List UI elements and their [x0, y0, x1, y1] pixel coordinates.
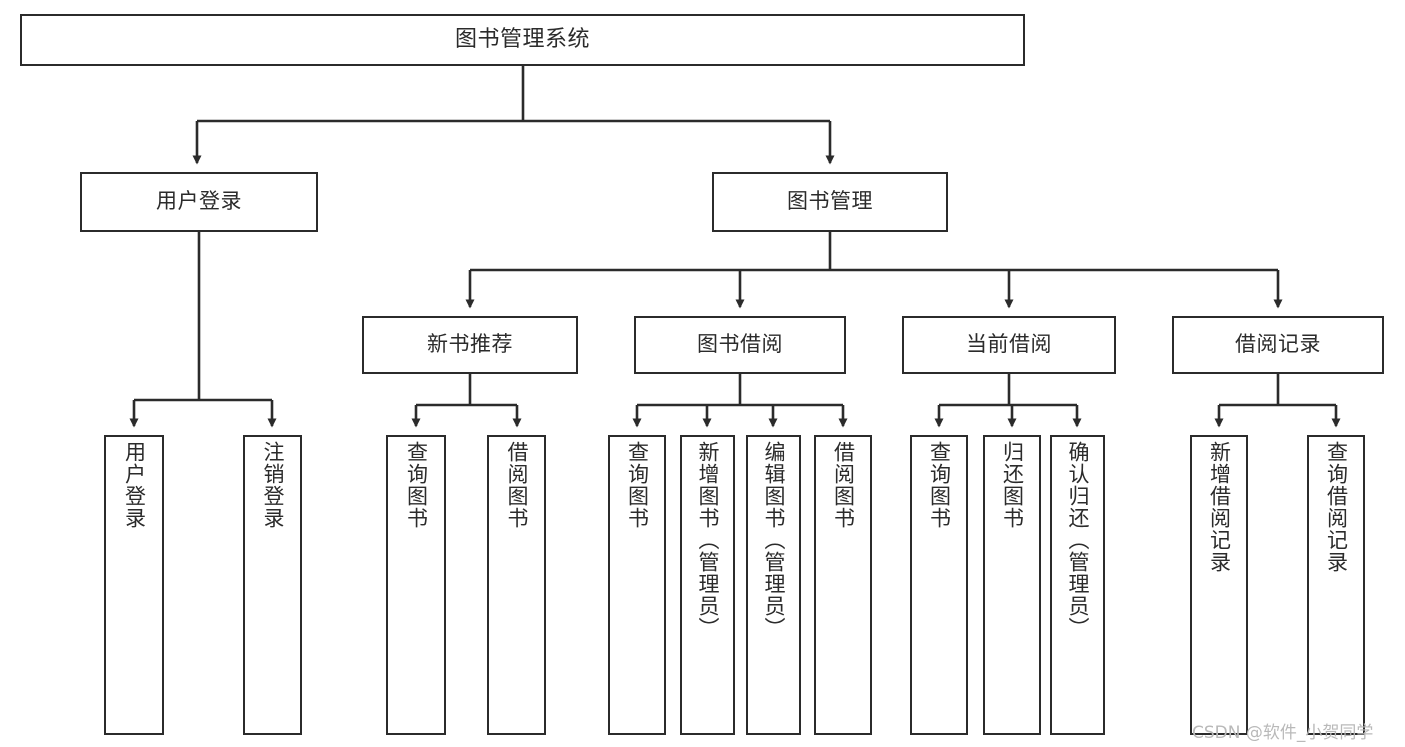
node-book-management[interactable]: 图书管理 — [712, 172, 948, 232]
leaf-node[interactable]: 借阅图书 — [814, 435, 872, 735]
node-label: 图书管理系统 — [454, 26, 590, 52]
node-label: 用户登录 — [122, 441, 147, 529]
node-label: 查询借阅记录 — [1324, 441, 1349, 573]
leaf-node[interactable]: 编辑图书（管理员） — [746, 435, 801, 735]
leaf-node[interactable]: 新增借阅记录 — [1190, 435, 1248, 735]
node-root-system[interactable]: 图书管理系统 — [20, 14, 1025, 66]
leaf-node[interactable]: 注销登录 — [243, 435, 302, 735]
node-label: 确认归还（管理员） — [1066, 441, 1090, 639]
node-label: 新增借阅记录 — [1207, 441, 1232, 573]
node-label: 查询图书 — [927, 441, 952, 529]
node-label: 查询图书 — [404, 441, 429, 529]
leaf-node[interactable]: 查询图书 — [386, 435, 446, 735]
leaf-node[interactable]: 借阅图书 — [487, 435, 546, 735]
node-label: 用户登录 — [156, 189, 242, 214]
node-label: 借阅图书 — [505, 441, 529, 529]
node-label: 图书管理 — [787, 189, 873, 214]
leaf-node[interactable]: 新增图书（管理员） — [680, 435, 735, 735]
node-label: 归还图书 — [1000, 441, 1025, 529]
node-borrow-record[interactable]: 借阅记录 — [1172, 316, 1384, 374]
leaf-node[interactable]: 用户登录 — [104, 435, 164, 735]
node-current-borrow[interactable]: 当前借阅 — [902, 316, 1116, 374]
node-label: 借阅记录 — [1235, 332, 1321, 357]
node-label: 当前借阅 — [966, 332, 1052, 357]
node-user-login[interactable]: 用户登录 — [80, 172, 318, 232]
node-label: 查询图书 — [625, 441, 650, 529]
node-label: 编辑图书（管理员） — [762, 441, 786, 639]
node-label: 图书借阅 — [697, 332, 783, 357]
node-label: 新增图书（管理员） — [696, 441, 720, 639]
leaf-node[interactable]: 查询借阅记录 — [1307, 435, 1365, 735]
node-label: 借阅图书 — [831, 441, 856, 529]
node-label: 新书推荐 — [427, 332, 513, 357]
leaf-node[interactable]: 归还图书 — [983, 435, 1041, 735]
csdn-watermark: CSDN @软件_小贺同学 — [1192, 723, 1374, 743]
leaf-node[interactable]: 确认归还（管理员） — [1050, 435, 1105, 735]
node-book-borrow[interactable]: 图书借阅 — [634, 316, 846, 374]
node-label: 注销登录 — [261, 441, 285, 529]
leaf-node[interactable]: 查询图书 — [608, 435, 666, 735]
leaf-node[interactable]: 查询图书 — [910, 435, 968, 735]
node-new-book-recommendation[interactable]: 新书推荐 — [362, 316, 578, 374]
